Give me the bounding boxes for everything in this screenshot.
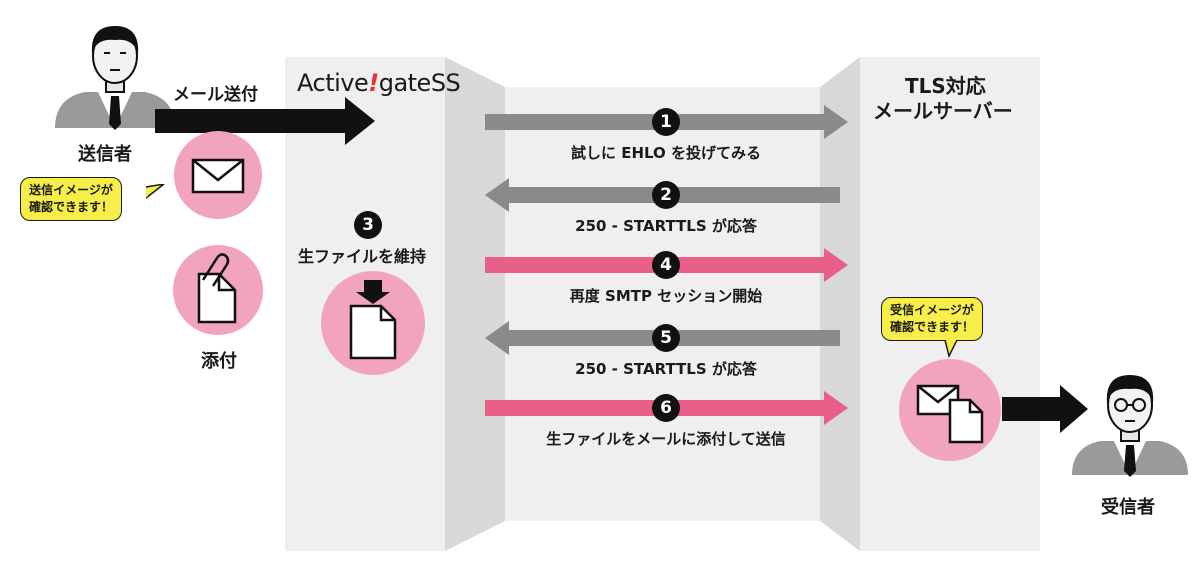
attachment-icon xyxy=(173,245,263,335)
receiver-bubble-line2: 確認できます！ xyxy=(890,320,975,334)
raw-file-icon xyxy=(321,271,425,375)
sender-bubble-line1: 送信イメージが xyxy=(29,183,113,197)
step-4-label: 再度 SMTP セッション開始 xyxy=(569,287,763,305)
deliver-arrow xyxy=(1002,385,1088,433)
server-title-line1: TLS対応 xyxy=(905,74,986,98)
sender-name: 送信者 xyxy=(78,144,132,165)
step-1-label: 試しに EHLO を投げてみる xyxy=(570,144,762,162)
step-2-label: 250 - STARTTLS が応答 xyxy=(575,217,757,235)
receiver-name: 受信者 xyxy=(1101,497,1155,518)
receiver-preview-bubble: 受信イメージが 確認できます！ xyxy=(881,297,984,341)
server-panel-side xyxy=(820,57,860,551)
sender-bubble-tail xyxy=(146,184,165,199)
step-5-label: 250 - STARTTLS が応答 xyxy=(575,360,757,378)
sender-bubble-line2: 確認できます！ xyxy=(29,200,114,214)
gateway-logo-prefix: Active xyxy=(297,69,369,97)
receiver-bubble-line1: 受信イメージが xyxy=(890,303,974,317)
gateway-panel-side xyxy=(445,57,505,551)
send-action-label: メール送付 xyxy=(173,85,258,105)
step-2-badge: 2 xyxy=(652,181,680,209)
sender-preview-bubble: 送信イメージが 確認できます！ xyxy=(20,177,123,221)
step-4-badge: 4 xyxy=(652,251,680,279)
step-6-badge: 6 xyxy=(652,394,680,422)
gateway-logo: Active!gateSS xyxy=(297,69,461,97)
server-title-line2: メールサーバー xyxy=(873,99,1013,123)
sender-avatar-icon xyxy=(55,26,175,130)
gateway-logo-mark: ! xyxy=(368,69,379,97)
step-3-badge: 3 xyxy=(354,211,382,239)
gateway-logo-suffix: gateSS xyxy=(378,69,461,97)
attachment-label: 添付 xyxy=(201,351,237,372)
step-3-label: 生ファイルを維持 xyxy=(298,247,427,266)
step-5-badge: 5 xyxy=(652,324,680,352)
receiver-bubble-tail xyxy=(944,340,958,358)
step-6-label: 生ファイルをメールに添付して送信 xyxy=(546,430,786,448)
receiver-avatar-icon xyxy=(1072,375,1188,477)
mail-icon xyxy=(174,131,262,219)
received-mail-icon xyxy=(899,359,1001,461)
step-1-badge: 1 xyxy=(652,108,680,136)
